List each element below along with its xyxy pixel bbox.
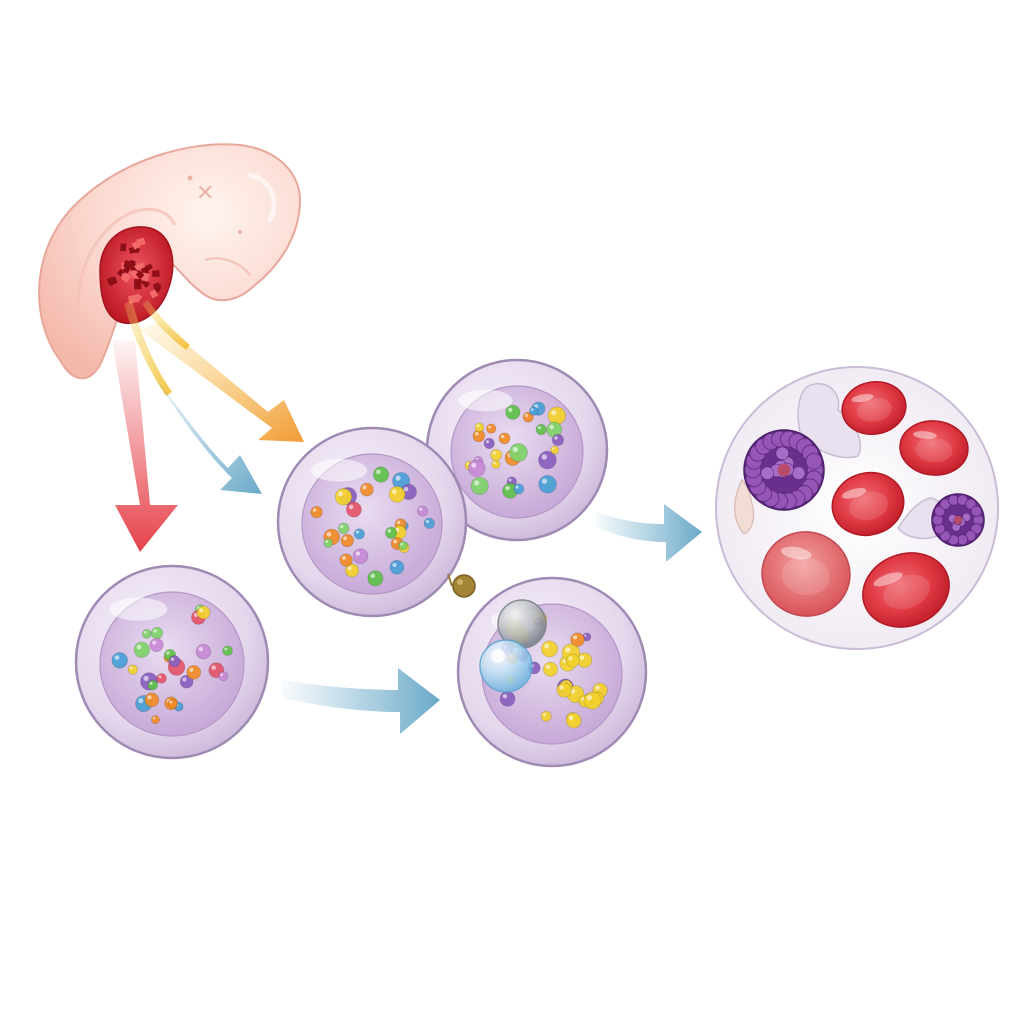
cell-fragment: [734, 478, 755, 535]
granule: [353, 528, 365, 540]
marrow-granule: [120, 243, 127, 252]
marrow-granule: [140, 278, 151, 288]
bud-icon: [447, 573, 476, 598]
yellow-stream: [124, 300, 172, 396]
marrow-icon: [99, 226, 174, 324]
bubble-icon: [479, 599, 547, 693]
granule: [352, 548, 369, 565]
marrow-granule: [131, 241, 141, 250]
marrow-granule: [129, 268, 140, 279]
granule: [542, 661, 558, 677]
granule: [334, 488, 353, 506]
granule: [168, 655, 181, 668]
granule: [483, 437, 495, 450]
marrow-granule: [135, 270, 145, 280]
marrow-granule: [121, 272, 132, 283]
granule: [218, 671, 229, 682]
granule: [550, 445, 560, 455]
cell-icon: [425, 358, 609, 542]
marrow-granule: [123, 259, 133, 269]
granule: [490, 449, 503, 461]
marrow-granule: [153, 283, 162, 293]
white-blood-cell: [743, 429, 825, 511]
granule: [141, 629, 152, 639]
granule: [547, 406, 566, 425]
granule: [150, 715, 160, 725]
marrow-granule: [145, 263, 154, 271]
granule: [398, 540, 408, 551]
granule: [541, 640, 558, 658]
granule: [509, 443, 528, 462]
granule: [474, 422, 485, 433]
granule: [538, 475, 557, 494]
granule: [310, 505, 323, 519]
red-blood-cell: [831, 471, 905, 537]
granule: [470, 477, 489, 496]
red-blood-cell: [841, 381, 907, 435]
granule: [467, 459, 486, 477]
cell-icon: [276, 426, 468, 618]
granule: [167, 698, 178, 709]
granule: [367, 570, 384, 587]
granule: [491, 459, 501, 469]
marrow-granule: [151, 270, 160, 278]
granule: [127, 664, 139, 675]
granule: [340, 533, 354, 548]
granule: [150, 626, 164, 640]
granule: [570, 632, 585, 647]
marrow-granule: [116, 268, 125, 277]
red-blood-cell: [761, 531, 851, 617]
granule: [389, 560, 405, 575]
marrow-granule: [106, 276, 116, 287]
red-blood-cell: [899, 420, 969, 476]
granule: [323, 538, 334, 548]
granule: [373, 466, 390, 483]
granule: [186, 664, 202, 680]
granule: [499, 690, 516, 707]
granule: [345, 501, 362, 518]
granule: [339, 553, 353, 567]
marrow-granule: [132, 293, 143, 303]
granule: [565, 712, 582, 729]
granule: [388, 486, 406, 503]
platelet: [797, 383, 861, 459]
granule: [156, 673, 167, 684]
granule: [583, 691, 602, 710]
marrow-granule: [149, 289, 159, 299]
granule: [385, 526, 398, 539]
granule: [540, 710, 552, 722]
granule: [505, 404, 521, 420]
white-blood-cell: [931, 493, 985, 547]
blood-smear-icon: [715, 366, 999, 650]
granule: [417, 505, 429, 517]
marrow-granule: [133, 279, 142, 285]
granule: [551, 433, 565, 447]
granule: [556, 682, 572, 698]
granule: [222, 645, 233, 657]
red-blood-cell: [862, 552, 950, 628]
granule: [195, 643, 212, 660]
granule: [144, 692, 160, 708]
marrow-granule: [133, 262, 143, 272]
granule: [513, 483, 525, 495]
granule: [149, 637, 164, 653]
granule: [359, 482, 374, 497]
arrow-icon: [112, 322, 702, 734]
granule: [535, 423, 547, 436]
organ-mark-icon: ✕: [196, 181, 214, 206]
cell-icon: [74, 564, 270, 760]
granule: [111, 652, 129, 669]
granule: [486, 423, 497, 434]
granule: [565, 653, 580, 668]
granule: [147, 679, 159, 691]
granule: [337, 522, 350, 535]
granule: [133, 641, 150, 658]
granule: [498, 432, 511, 445]
granule: [529, 406, 539, 416]
granule: [196, 605, 211, 620]
granule: [423, 517, 435, 529]
